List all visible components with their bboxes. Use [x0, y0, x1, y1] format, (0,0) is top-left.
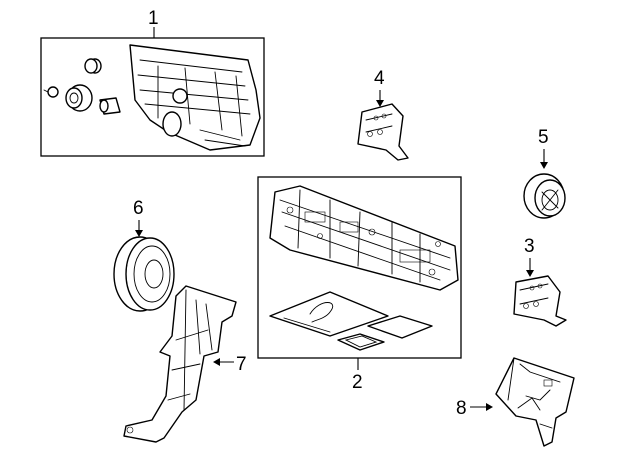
- part-8-bracket-group: 8: [456, 357, 575, 447]
- part-1-control-panel-group: 1: [40, 8, 265, 157]
- part-7-duct-group: 7: [123, 285, 247, 443]
- bracket-8-part[interactable]: [495, 357, 575, 447]
- part-3-bracket-group: 3: [513, 236, 567, 327]
- bracket-3-part[interactable]: [513, 275, 567, 327]
- part-6-speaker-group: 6: [113, 198, 175, 312]
- small-clip-part[interactable]: [43, 86, 59, 98]
- speaker-6-part[interactable]: [113, 236, 175, 312]
- knob-part[interactable]: [84, 58, 102, 74]
- manual-sheet-part[interactable]: [269, 291, 389, 337]
- callout-1[interactable]: 1: [148, 8, 159, 29]
- control-panel-part[interactable]: [129, 44, 261, 151]
- callout-6[interactable]: 6: [133, 198, 144, 219]
- callout-2[interactable]: 2: [352, 372, 363, 393]
- button-cap-part[interactable]: [99, 97, 121, 115]
- part-2-frame: [257, 176, 462, 359]
- callout-7[interactable]: 7: [236, 354, 247, 375]
- callout-8[interactable]: 8: [456, 398, 467, 419]
- part-2-radio-group: 2: [257, 176, 462, 393]
- bracket-4-part[interactable]: [357, 103, 409, 161]
- radio-unit-part[interactable]: [269, 185, 459, 291]
- callout-4[interactable]: 4: [374, 68, 385, 89]
- part-1-frame: [40, 37, 265, 157]
- knob-large-part[interactable]: [65, 84, 93, 112]
- duct-7-part[interactable]: [123, 285, 237, 443]
- tweeter-5-part[interactable]: [523, 173, 566, 219]
- part-4-bracket-group: 4: [357, 68, 409, 161]
- pad-large-part[interactable]: [367, 315, 433, 339]
- pad-small-part[interactable]: [337, 333, 385, 351]
- part-5-tweeter-group: 5: [523, 127, 566, 219]
- callout-5[interactable]: 5: [538, 127, 549, 148]
- callout-3[interactable]: 3: [524, 236, 535, 257]
